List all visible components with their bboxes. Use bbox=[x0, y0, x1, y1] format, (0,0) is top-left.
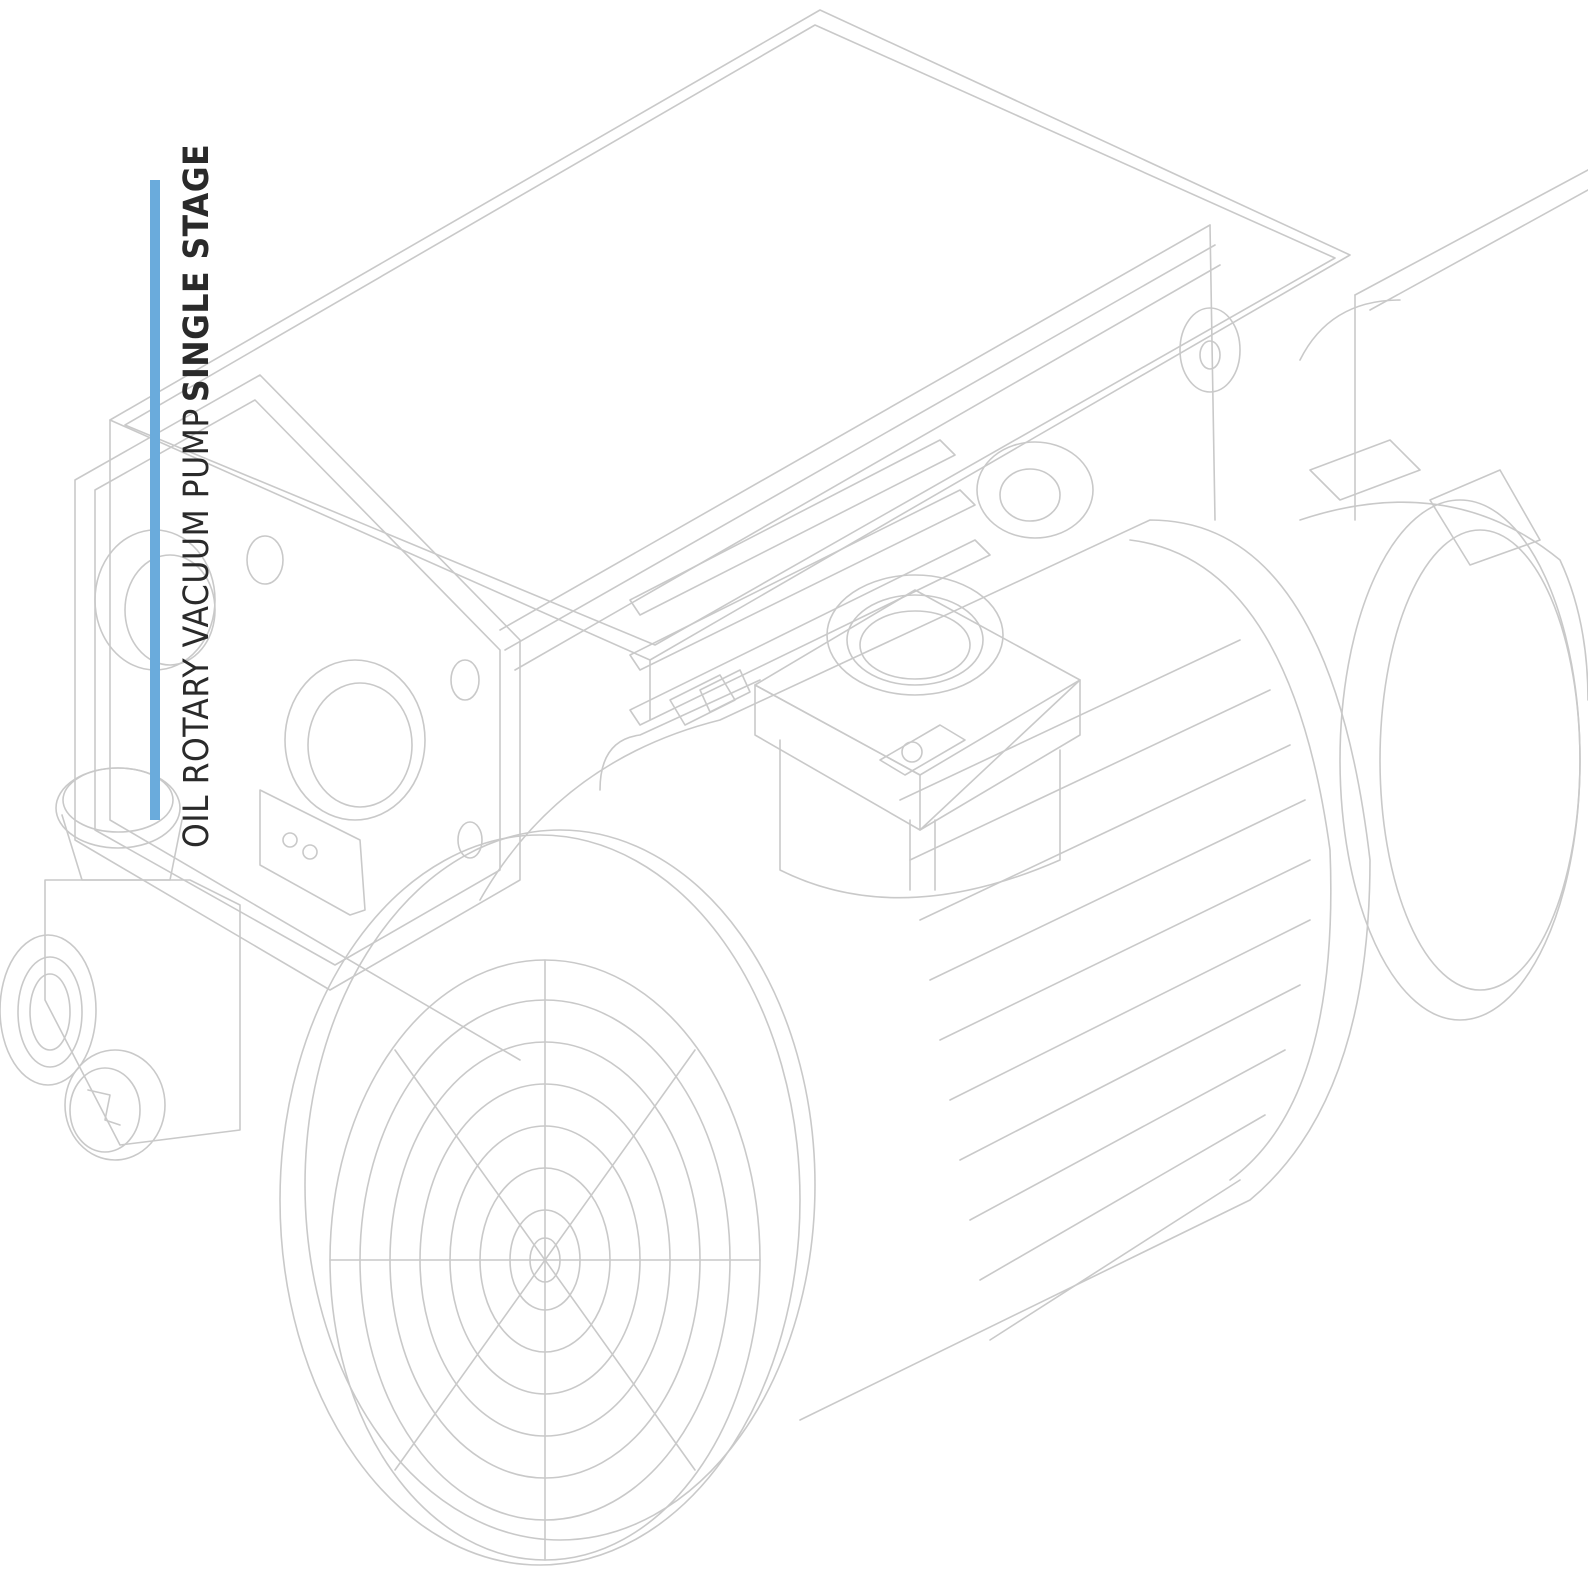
pump-housing bbox=[109, 9, 1351, 1061]
lifting-eye bbox=[976, 441, 1094, 539]
oil-filler-cap bbox=[0, 767, 241, 1161]
oil-line-fitting bbox=[599, 669, 761, 791]
terminal-box bbox=[754, 574, 1081, 899]
adjacent-pump-unit bbox=[1299, 169, 1588, 1021]
inlet-flange bbox=[74, 374, 521, 991]
heading-bold-text: SINGLE STAGE bbox=[177, 143, 217, 403]
heading-light-text: OIL ROTARY VACUUM PUMP bbox=[177, 408, 217, 848]
accent-bar bbox=[150, 180, 160, 820]
fan-cover bbox=[279, 829, 816, 1566]
motor-body bbox=[479, 519, 1371, 1421]
product-heading: OIL ROTARY VACUUM PUMP SINGLE STAGE bbox=[177, 143, 217, 848]
